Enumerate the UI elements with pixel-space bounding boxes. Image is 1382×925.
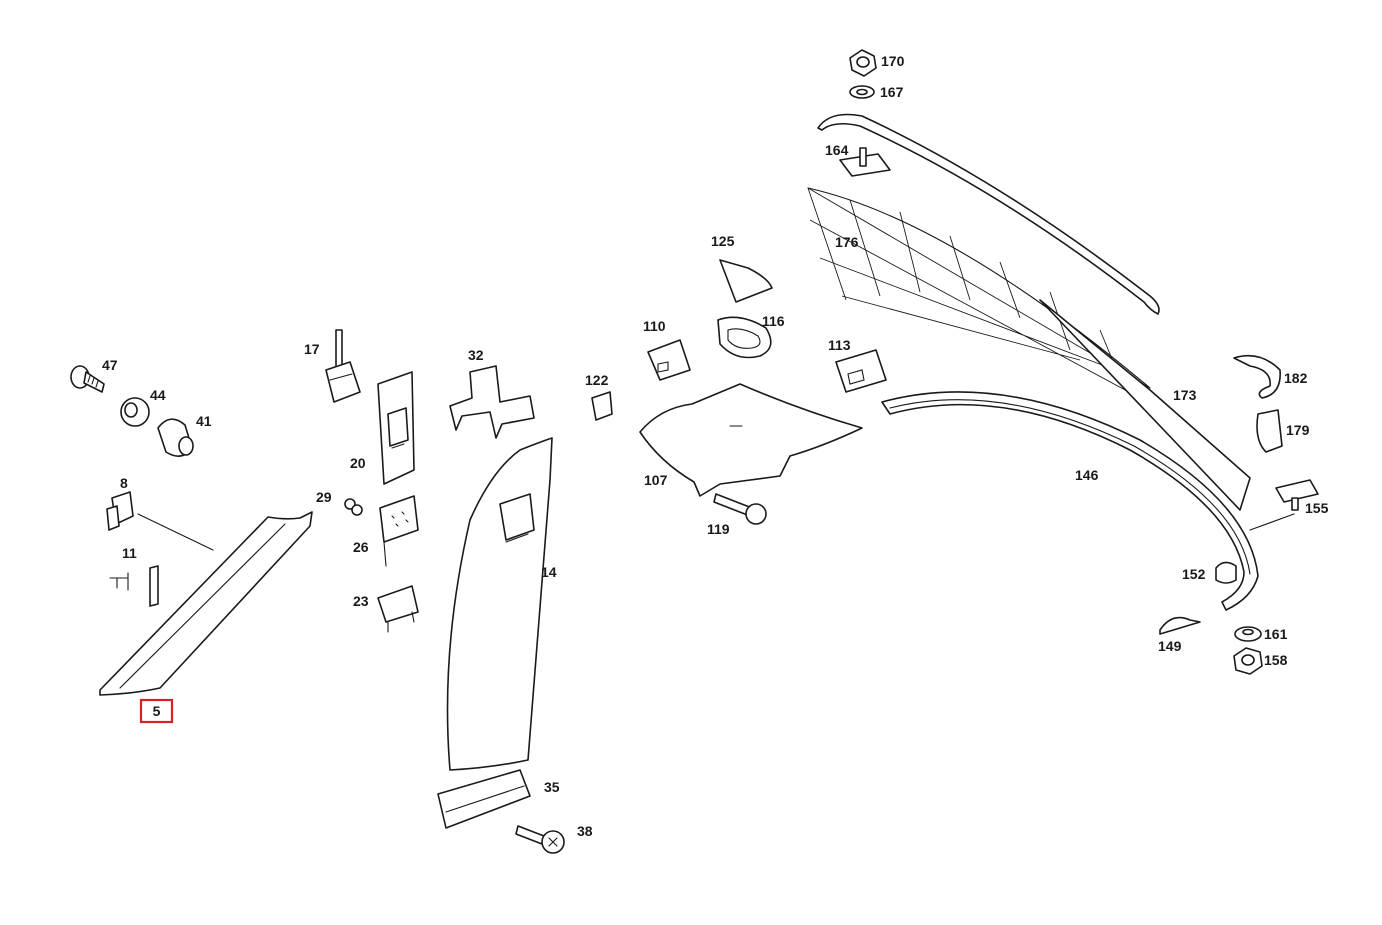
part-179-clip[interactable] — [1256, 409, 1283, 453]
callout-182[interactable]: 182 — [1284, 370, 1308, 386]
part-161-washer[interactable] — [1234, 626, 1262, 642]
part-149-cap[interactable] — [1159, 616, 1201, 635]
part-11-bracket[interactable] — [109, 565, 159, 607]
callout-41[interactable]: 41 — [196, 413, 212, 429]
callout-17[interactable]: 17 — [304, 341, 320, 357]
callout-122[interactable]: 122 — [585, 372, 609, 388]
callout-5[interactable]: 5 — [153, 703, 161, 719]
callout-179[interactable]: 179 — [1286, 422, 1310, 438]
callout-173[interactable]: 173 — [1173, 387, 1197, 403]
callout-29[interactable]: 29 — [316, 489, 332, 505]
callout-116[interactable]: 116 — [762, 313, 785, 329]
callout-47[interactable]: 47 — [102, 357, 118, 373]
part-35-base-trim[interactable] — [437, 769, 531, 829]
callout-35[interactable]: 35 — [544, 779, 560, 795]
callout-20[interactable]: 20 — [350, 455, 366, 471]
part-170-nut[interactable] — [849, 49, 877, 77]
part-29-clip[interactable] — [344, 498, 363, 516]
part-122-clip[interactable] — [591, 391, 613, 421]
callout-113[interactable]: 113 — [828, 337, 851, 353]
callout-158[interactable]: 158 — [1264, 652, 1288, 668]
callout-125[interactable]: 125 — [711, 233, 735, 249]
part-158-nut[interactable] — [1233, 647, 1263, 675]
callout-164[interactable]: 164 — [825, 142, 849, 158]
part-107-pillar-trim[interactable] — [639, 383, 863, 497]
part-26-plate[interactable] — [379, 495, 419, 567]
callout-11[interactable]: 11 — [122, 545, 137, 561]
callout-170[interactable]: 170 — [881, 53, 905, 69]
part-119-push-clip[interactable] — [713, 493, 767, 525]
callout-167[interactable]: 167 — [880, 84, 904, 100]
part-5-pillar-trim[interactable] — [99, 511, 313, 696]
part-14-lower-trim[interactable] — [446, 437, 553, 771]
callout-161[interactable]: 161 — [1264, 626, 1288, 642]
callout-26[interactable]: 26 — [353, 539, 369, 555]
callout-8[interactable]: 8 — [120, 475, 128, 491]
part-32-bracket[interactable] — [449, 365, 535, 439]
part-167-washer[interactable] — [849, 85, 875, 99]
callout-23[interactable]: 23 — [353, 593, 369, 609]
part-17-latch[interactable] — [325, 329, 361, 403]
part-38-screw[interactable] — [515, 825, 565, 854]
callout-152[interactable]: 152 — [1182, 566, 1206, 582]
part-155-bracket[interactable] — [1249, 479, 1319, 531]
callout-5-highlight-box — [139, 698, 174, 724]
callout-44[interactable]: 44 — [150, 387, 166, 403]
part-23-bracket[interactable] — [377, 585, 419, 633]
callout-146[interactable]: 146 — [1075, 467, 1099, 483]
part-116-ring[interactable] — [717, 316, 772, 359]
roof-rail-strip[interactable] — [817, 113, 1160, 315]
part-152-plug[interactable] — [1215, 561, 1237, 584]
callout-155[interactable]: 155 — [1305, 500, 1329, 516]
part-125-cap[interactable] — [719, 259, 773, 303]
part-110-clip[interactable] — [647, 339, 691, 381]
callout-32[interactable]: 32 — [468, 347, 484, 363]
part-146-rail[interactable] — [881, 391, 1259, 611]
part-8-clip[interactable] — [106, 491, 214, 551]
part-173-strut[interactable] — [1039, 299, 1251, 511]
part-164-stud-plate[interactable] — [839, 147, 891, 177]
part-182-strap-clip[interactable] — [1233, 354, 1281, 399]
part-47-screw[interactable] — [70, 365, 105, 393]
callout-38[interactable]: 38 — [577, 823, 593, 839]
callout-149[interactable]: 149 — [1158, 638, 1182, 654]
callout-176[interactable]: 176 — [835, 234, 859, 250]
callout-110[interactable]: 110 — [643, 318, 666, 334]
part-41-bushing[interactable] — [157, 418, 194, 457]
callout-14[interactable]: 14 — [541, 564, 557, 580]
callout-119[interactable]: 119 — [707, 521, 730, 537]
part-20-upper-trim[interactable] — [377, 371, 415, 485]
part-113-clip[interactable] — [835, 349, 887, 393]
part-44-grommet[interactable] — [120, 397, 150, 427]
callout-107[interactable]: 107 — [644, 472, 668, 488]
part-176-net[interactable] — [807, 187, 1151, 399]
